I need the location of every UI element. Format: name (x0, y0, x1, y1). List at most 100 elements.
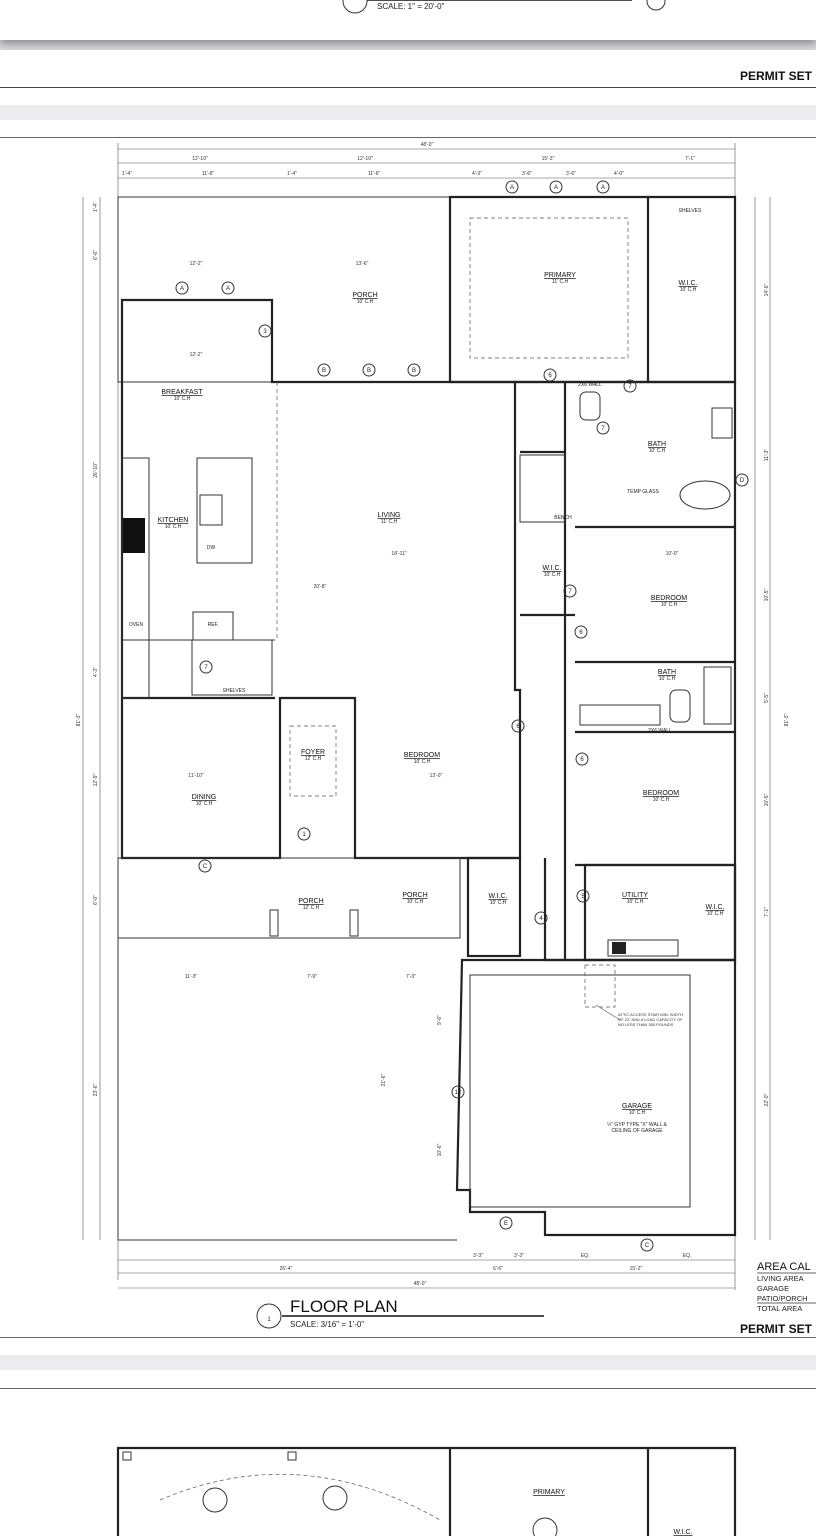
dim-label: 11'-6" (202, 171, 215, 177)
dimension-labels: 48'-0" 12'-10" 12'-10" 15'-3" 7'-1" 1'-4… (76, 142, 790, 1287)
previous-sheet-footer (0, 50, 816, 88)
oven-label: OVEN (129, 622, 144, 628)
ceiling-height: 10' C.H (165, 524, 182, 530)
ceiling-fan-icon (532, 1517, 558, 1536)
sheet-scale: SCALE: 3/16" = 1'-0" (290, 1320, 364, 1329)
dim-label: 26'-10" (93, 462, 99, 478)
dim-label: 81'-3" (784, 713, 790, 726)
tag-bubble (640, 1238, 654, 1252)
tag-bubble (499, 1216, 513, 1230)
tag-bubble (407, 363, 421, 377)
ceiling-height: 12' C.H (305, 756, 322, 762)
tag-bubble (175, 281, 189, 295)
room-name: KITCHEN (158, 517, 189, 524)
ceiling-height: 10' C.H (659, 676, 676, 682)
tag-label: D (740, 478, 745, 484)
dim-label: 15'-2" (630, 1266, 643, 1272)
dim-label: 10'-5" (764, 793, 770, 806)
room-name: UTILITY (622, 892, 648, 899)
dim-label: 21'-6" (381, 1073, 387, 1086)
dim-label: 12'-10" (192, 156, 208, 162)
dim-label: 13'-0" (430, 773, 443, 779)
dim-label: 12'-2" (190, 352, 203, 358)
ceiling-height: 10' C.H (680, 287, 697, 293)
next-sheet-preview: PRIMARY W.I.C. (116, 1446, 737, 1536)
title-block: 1 FLOOR PLAN SCALE: 3/16" = 1'-0" AREA C… (256, 1261, 816, 1336)
dim-label: 7'-3" (406, 974, 416, 980)
tag-label: 7 (204, 665, 208, 671)
notes: ATTIC ACCESS STAIR MIN. WIDTH OF 22" AND… (607, 1012, 683, 1134)
room-name: W.I.C. (542, 565, 561, 572)
dim-label: 7'-9" (307, 974, 317, 980)
tag-label: 6 (516, 724, 520, 730)
dimension-lines (82, 143, 771, 1290)
ceiling-fan-icon (322, 1485, 348, 1511)
sheet-floor-plan (0, 137, 816, 1338)
area-calc-row: TOTAL AREA (757, 1304, 802, 1313)
wall-label: 2X6 WALL (578, 382, 602, 388)
dim-label: 12'-10" (357, 156, 373, 162)
tag-bubble (534, 911, 548, 925)
tag-bubble (549, 180, 563, 194)
tag-label: 7 (601, 426, 605, 432)
ceiling-height: 10' C.H (653, 797, 670, 803)
tag-label: 12 (455, 1090, 462, 1096)
tag-label: B (367, 368, 371, 374)
dim-label: 23'-6" (93, 1083, 99, 1096)
dim-label: 20'-8" (314, 584, 327, 590)
north-arrow-icon (646, 0, 666, 11)
dim-label: 18'-11" (391, 551, 406, 557)
tag-bubble (221, 281, 235, 295)
area-calc-row: PATIO/PORCH (757, 1294, 808, 1303)
tag-bubble (623, 379, 637, 393)
shelves-label: SHELVES (679, 208, 702, 214)
dim-label: 7'-1" (685, 156, 695, 162)
room-name: BEDROOM (643, 790, 679, 797)
dim-label: 81'-3" (76, 713, 82, 726)
dim-label: 7'-1" (764, 907, 770, 917)
ceiling-height: 10' C.H (661, 602, 678, 608)
ceiling-height: 11' C.H (381, 519, 398, 525)
dim-label: 12'-2" (190, 261, 203, 267)
dim-label: 5'-5" (764, 693, 770, 703)
room-name: PORCH (352, 292, 377, 299)
dim-label: EQ. (683, 1253, 692, 1259)
tag-label: 7 (568, 589, 572, 595)
dim-label: 11'-3" (764, 449, 770, 462)
tag-label: 1 (302, 832, 306, 838)
tag-bubble (317, 363, 331, 377)
dim-label: 1'-4" (122, 171, 132, 177)
room-name: W.I.C. (673, 1529, 692, 1536)
dim-label: 10'-6" (437, 1143, 443, 1156)
dim-label: 11'-6" (368, 171, 381, 177)
room-name: DINING (192, 794, 217, 801)
tag-label: C (203, 864, 208, 870)
dim-label: 4'-3" (93, 667, 99, 677)
temp-glass-label: TEMP GLASS (627, 489, 660, 495)
bench-label: BENCH (554, 515, 572, 521)
tag-label: 3 (263, 329, 267, 335)
tag-label: 6 (580, 757, 584, 763)
room-name: PRIMARY (544, 272, 576, 279)
dim-label: 4'-3" (472, 171, 482, 177)
area-calc-row: LIVING AREA (757, 1274, 804, 1283)
tag-bubble (297, 827, 311, 841)
dim-label: 4'-0" (614, 171, 624, 177)
ceiling-height: 10' C.H (629, 1110, 646, 1116)
room-name: BREAKFAST (161, 389, 203, 396)
ceiling-height: 10' C.H (627, 899, 644, 905)
room-name: BEDROOM (651, 595, 687, 602)
ceiling-height: 10' C.H (174, 396, 191, 402)
dim-label: 13'-6" (356, 261, 369, 267)
room-name: GARAGE (622, 1103, 652, 1110)
tag-bubble (576, 889, 590, 903)
refrigerator-label: REF. (208, 622, 219, 628)
tag-label: E (504, 1221, 508, 1227)
dim-label: 6'-6" (493, 1266, 503, 1272)
dim-label: 11'-3" (185, 974, 198, 980)
tag-label: A (226, 286, 230, 292)
tag-bubble (198, 859, 212, 873)
room-name: BEDROOM (404, 752, 440, 759)
